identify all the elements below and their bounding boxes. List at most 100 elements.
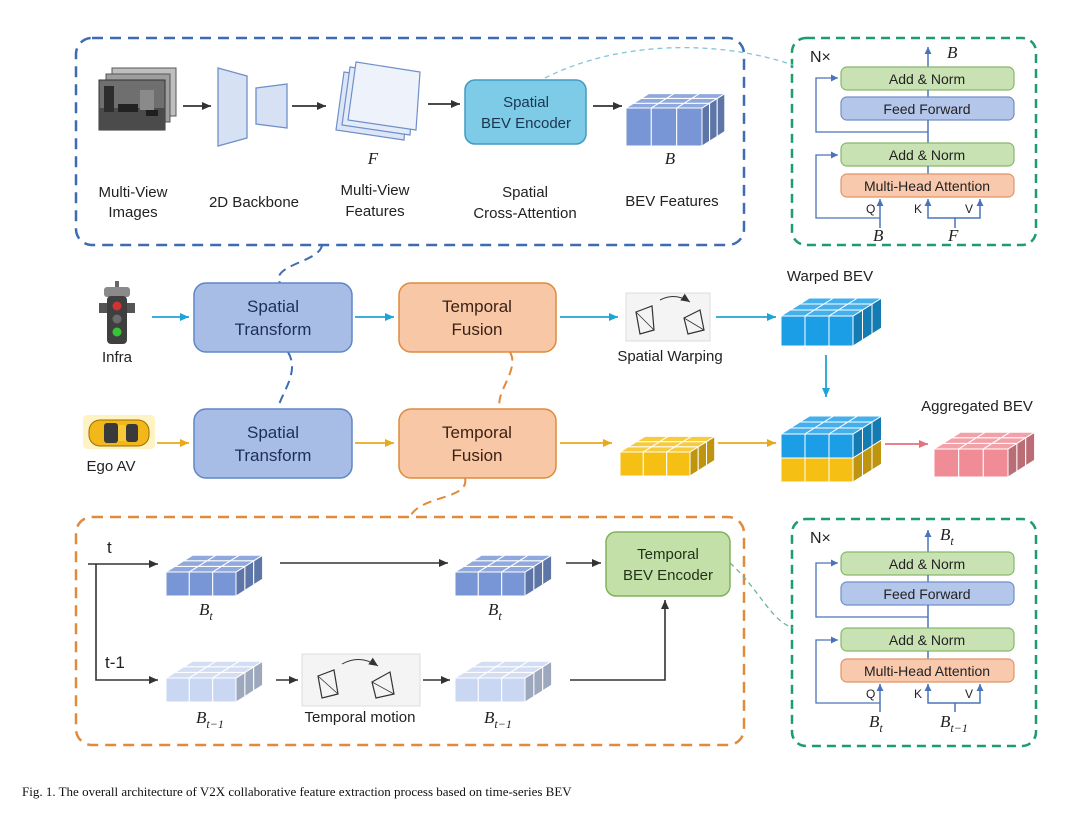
input-q-top: B — [873, 226, 884, 245]
temporal-fusion-ego-l2: Fusion — [451, 446, 502, 465]
residual-top-upper — [815, 74, 928, 133]
k-label-bottom: K — [914, 687, 922, 701]
features-label-2: Features — [345, 203, 404, 220]
multi-view-images-icon — [98, 67, 177, 131]
v-label-bottom: V — [965, 687, 973, 701]
add-norm-top-2-label: Add & Norm — [889, 147, 965, 163]
temporal-motion-illustration — [301, 653, 421, 707]
spatial-bev-encoder[interactable] — [464, 79, 587, 145]
residual-bottom-lower — [815, 636, 880, 704]
cube-cell — [188, 571, 214, 597]
cube-cell — [804, 315, 830, 347]
k-label-top: K — [914, 202, 922, 216]
bt-cube-right — [453, 554, 554, 597]
cube-cell — [501, 677, 526, 703]
temporal-fusion-to-panel-connector — [409, 477, 467, 518]
cube-cell — [501, 571, 526, 597]
add-norm-bottom-2-label: Add & Norm — [889, 632, 965, 648]
spatial-encoder-label-2: BEV Encoder — [481, 115, 571, 132]
temporal-fusion-ego-l1: Temporal — [442, 423, 512, 442]
transformer-top-output: B — [947, 43, 958, 62]
residual-bottom-upper — [815, 559, 928, 618]
cube-cell — [681, 435, 717, 443]
time-t-label: t — [107, 538, 112, 557]
btm1-left-label: Bt−1 — [196, 708, 224, 731]
bev-features-cube — [624, 92, 727, 147]
temporal-fusion-infra-l2: Fusion — [451, 320, 502, 339]
temporal-motion-label: Temporal motion — [305, 709, 416, 726]
q-label-top: Q — [866, 202, 875, 216]
cube-cell — [780, 433, 806, 459]
residual-top-lower — [815, 151, 880, 219]
cube-cell — [846, 415, 884, 423]
repeat-label-bottom: N× — [810, 530, 831, 547]
spatial-warping-illustration — [625, 292, 711, 342]
multiview-images-label-1: Multi-View — [99, 184, 168, 201]
cube-cell — [188, 677, 214, 703]
temporal-fusion-infra[interactable] — [398, 282, 557, 353]
cube-cell — [619, 451, 644, 477]
repeat-label-top: N× — [810, 49, 831, 66]
cube-cell — [666, 451, 691, 477]
cube-cell — [690, 93, 727, 99]
temporal-fusion-ego[interactable] — [398, 408, 557, 479]
transformer-bottom-output: Bt — [940, 525, 954, 548]
cube-cell — [642, 451, 668, 477]
aggregated-bev-label: Aggregated BEV — [921, 398, 1033, 415]
spatial-encoder-panel — [74, 36, 746, 247]
traffic-light-icon — [99, 281, 135, 344]
temporal-encoder-label-1: Temporal — [637, 546, 699, 563]
k-arrow-top — [924, 199, 956, 228]
features-label-1: Multi-View — [341, 182, 410, 199]
cube-cell — [999, 431, 1037, 439]
btm1-cube-left — [164, 660, 265, 703]
cube-cell — [709, 97, 718, 143]
mha-top-label: Multi-Head Attention — [864, 178, 990, 194]
warped-bev-cube — [779, 297, 884, 347]
bt-right-label: Bt — [488, 600, 502, 623]
bt-left-label: Bt — [199, 600, 213, 623]
spatial-transform-infra-l2: Transform — [235, 320, 312, 339]
temporal-fusion-link — [498, 351, 514, 409]
temporal-bev-encoder[interactable] — [605, 531, 731, 597]
temporal-encoder-panel — [74, 515, 746, 747]
cube-cell — [958, 448, 984, 478]
encoder-to-transformer-connector — [544, 47, 794, 79]
transformer-bottom-panel — [790, 517, 1038, 748]
bev-symbol: B — [665, 149, 676, 168]
ego-bev-cube — [618, 435, 717, 477]
btm1-right-label: Bt−1 — [484, 708, 512, 731]
cube-cell — [625, 107, 652, 147]
temporal-fusion-infra-l1: Temporal — [442, 297, 512, 316]
multi-head-attention-top[interactable] — [840, 173, 1015, 198]
figure-caption: Fig. 1. The overall architecture of V2X … — [22, 784, 572, 799]
arrow-btm1-to-encoder — [570, 600, 669, 681]
cube-cell — [477, 677, 503, 703]
q-label-bottom: Q — [866, 687, 875, 701]
feed-forward-bottom-label: Feed Forward — [883, 586, 970, 602]
warped-bev-label: Warped BEV — [787, 268, 873, 285]
spatial-transform-ego[interactable] — [193, 408, 353, 479]
cube-cell — [716, 92, 726, 138]
backbone-label: 2D Backbone — [209, 194, 299, 211]
spatial-transform-link — [277, 351, 294, 409]
spatial-transform-infra[interactable] — [193, 282, 353, 353]
aggregated-bev-cube — [932, 431, 1037, 478]
cube-cell — [828, 433, 854, 459]
multi-head-attention-bottom[interactable] — [840, 658, 1015, 683]
cube-cell — [477, 571, 503, 597]
bt-cube-left — [164, 554, 265, 597]
feature-maps-icon — [335, 61, 421, 141]
v-arrow-top — [955, 199, 984, 219]
cube-cell — [780, 457, 806, 483]
cube-cell — [871, 439, 882, 471]
cube-cell — [701, 102, 711, 147]
feed-forward-top-label: Feed Forward — [883, 101, 970, 117]
spatial-transform-ego-l2: Transform — [235, 446, 312, 465]
input-q-bottom: Bt — [869, 712, 883, 735]
spatial-warping-label: Spatial Warping — [617, 348, 722, 365]
add-norm-top-1-label: Add & Norm — [889, 71, 965, 87]
cube-cell — [676, 107, 703, 147]
cube-cell — [804, 433, 830, 459]
arrow-t-minus-1-branch — [95, 564, 158, 684]
